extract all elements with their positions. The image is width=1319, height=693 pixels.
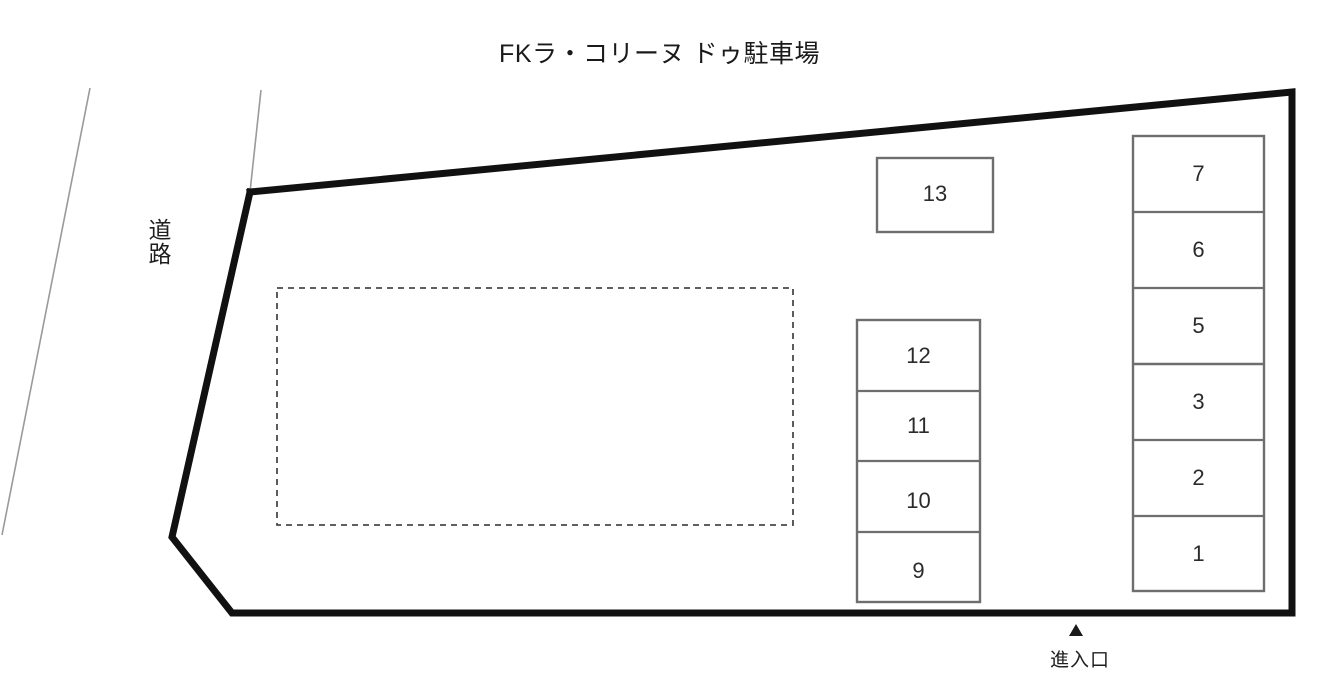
road-line-outer [1,87,91,536]
road-line-inner [249,89,262,193]
road-label: 道路 [145,218,171,266]
entrance-label: 進入口 [1049,650,1110,671]
arrow-up-icon [1069,624,1083,636]
stall-box-13[interactable] [875,156,995,234]
page-title: FKラ・コリーヌ ドゥ駐車場 [499,40,820,68]
building-footprint [276,287,794,526]
lot-boundary [168,88,1296,617]
